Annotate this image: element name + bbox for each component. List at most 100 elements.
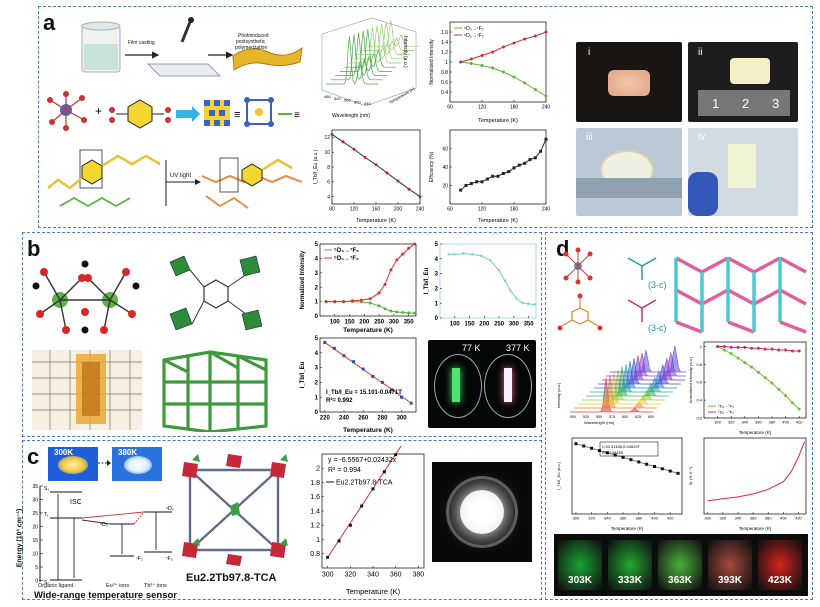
x-tick-label: 300 bbox=[714, 420, 721, 425]
annotation: I_Tb/I_Eu = 15.101-0.0471T bbox=[326, 390, 402, 396]
y-tick-label: 1 bbox=[316, 537, 320, 544]
data-point: ✶ bbox=[461, 251, 466, 258]
data-point bbox=[523, 37, 527, 41]
data-point: ✶ bbox=[446, 251, 451, 258]
label-3c-top: (3-c) bbox=[648, 280, 667, 290]
pink-cyan-net-icon bbox=[674, 256, 807, 334]
d-spectra-x-tick: 625 bbox=[635, 415, 641, 419]
data-point bbox=[777, 348, 781, 352]
data-point bbox=[544, 137, 548, 141]
x-tick-label: 340 bbox=[604, 516, 611, 521]
data-point bbox=[574, 442, 578, 446]
ruler-mark-1: 1 bbox=[712, 96, 720, 111]
data-point bbox=[409, 401, 413, 405]
d-spectra-x-tick: 550 bbox=[596, 415, 602, 419]
spectra-x-tick: 520 bbox=[334, 96, 341, 101]
x-tick-label: 60 bbox=[447, 105, 453, 111]
spectrum-trace bbox=[578, 372, 661, 405]
state-7f5: ⁷F₅ bbox=[166, 556, 173, 562]
y-tick-label: 1 bbox=[315, 300, 319, 306]
data-point bbox=[407, 187, 411, 191]
data-point bbox=[368, 301, 372, 305]
x-tick-label: 240 bbox=[416, 207, 424, 213]
step-postsynthetic: postsynthetic bbox=[236, 39, 266, 45]
state-5d0: ⁵D₀ bbox=[100, 522, 108, 528]
panel-label-a: a bbox=[43, 10, 56, 35]
fit-line bbox=[324, 342, 412, 404]
x-tick-label: 400 bbox=[782, 420, 789, 425]
data-point bbox=[756, 346, 760, 350]
data-point bbox=[496, 174, 500, 178]
x-tick-label: 340 bbox=[735, 516, 742, 521]
step-film-casting: Film casting bbox=[128, 40, 155, 46]
data-point bbox=[501, 45, 505, 49]
data-point bbox=[621, 455, 625, 459]
data-point: ✶ bbox=[497, 268, 502, 275]
x-axis-label: Temperature (K) bbox=[343, 327, 393, 334]
data-point: ✶ bbox=[508, 288, 513, 295]
x-axis-label: Temperature (K) bbox=[478, 218, 518, 224]
y-tick-label: 0.8 bbox=[441, 70, 448, 76]
y-tick-label: 12 bbox=[324, 135, 330, 141]
y-tick-label: 4 bbox=[327, 194, 330, 200]
data-point bbox=[743, 345, 747, 349]
x-tick-label: 340 bbox=[741, 420, 748, 425]
x-tick-label: 60 bbox=[447, 207, 453, 213]
y-tick-label: 3 bbox=[315, 366, 319, 372]
y-tick-label: 5 bbox=[315, 336, 319, 342]
pipette-icon bbox=[180, 17, 194, 43]
y-tick-label: 60 bbox=[442, 146, 448, 152]
data-point bbox=[469, 57, 473, 61]
y-tick-label: 1 bbox=[700, 344, 703, 349]
spectrum-trace bbox=[358, 24, 411, 55]
d-spectra-x-tick: 575 bbox=[609, 415, 615, 419]
temperature-tile: 393K bbox=[708, 540, 752, 590]
x-tick-label: 320 bbox=[720, 516, 727, 521]
temperature-tile-label: 393K bbox=[718, 575, 742, 586]
y-tick-label: 0.6 bbox=[696, 380, 702, 385]
panel-a-frame bbox=[38, 6, 813, 228]
data-point bbox=[385, 171, 389, 175]
energy-tick-label: 35 bbox=[32, 484, 38, 490]
data-point bbox=[797, 407, 801, 411]
legend-label: ⁵D₄→⁷F₅ bbox=[464, 33, 484, 39]
data-point bbox=[729, 352, 733, 356]
data-point bbox=[323, 340, 327, 344]
plot-frame bbox=[571, 437, 683, 515]
series-line bbox=[448, 253, 535, 306]
temperature-tile-label: 423K bbox=[768, 575, 792, 586]
panel-d-structures bbox=[557, 247, 807, 334]
photo-label-iv: iv bbox=[698, 132, 706, 143]
temperature-tile: 423K bbox=[758, 540, 802, 590]
energy-tick-label: 5 bbox=[35, 565, 38, 571]
data-point bbox=[407, 311, 411, 315]
data-point bbox=[475, 180, 479, 184]
plot-frame bbox=[319, 337, 417, 413]
spectrum-trace bbox=[610, 345, 686, 373]
x-tick-label: 160 bbox=[372, 207, 381, 213]
x-tick-label: 360 bbox=[390, 572, 402, 579]
y-tick-label: 0.8 bbox=[310, 551, 320, 558]
y-tick-label: 0.2 bbox=[696, 415, 702, 420]
data-point bbox=[544, 94, 548, 98]
panel-label-c: c bbox=[27, 444, 40, 469]
data-point bbox=[333, 300, 337, 304]
label-380k: 380K bbox=[118, 448, 138, 457]
x-tick-label: 380 bbox=[635, 516, 642, 521]
data-point bbox=[533, 88, 537, 91]
beaker-icon bbox=[81, 21, 121, 73]
data-point: ✶ bbox=[452, 251, 457, 258]
x-tick-label: 100 bbox=[450, 322, 461, 328]
spectrum-trace bbox=[574, 375, 657, 409]
data-point: ✶ bbox=[488, 257, 493, 264]
step-photoinduced: Photoinduced bbox=[238, 33, 269, 39]
data-point bbox=[743, 361, 747, 365]
data-point bbox=[512, 41, 516, 45]
data-point bbox=[485, 177, 489, 181]
x-tick-label: 300 bbox=[397, 416, 408, 422]
mof-caption: Eu2.2Tb97.8-TCA bbox=[186, 572, 277, 584]
